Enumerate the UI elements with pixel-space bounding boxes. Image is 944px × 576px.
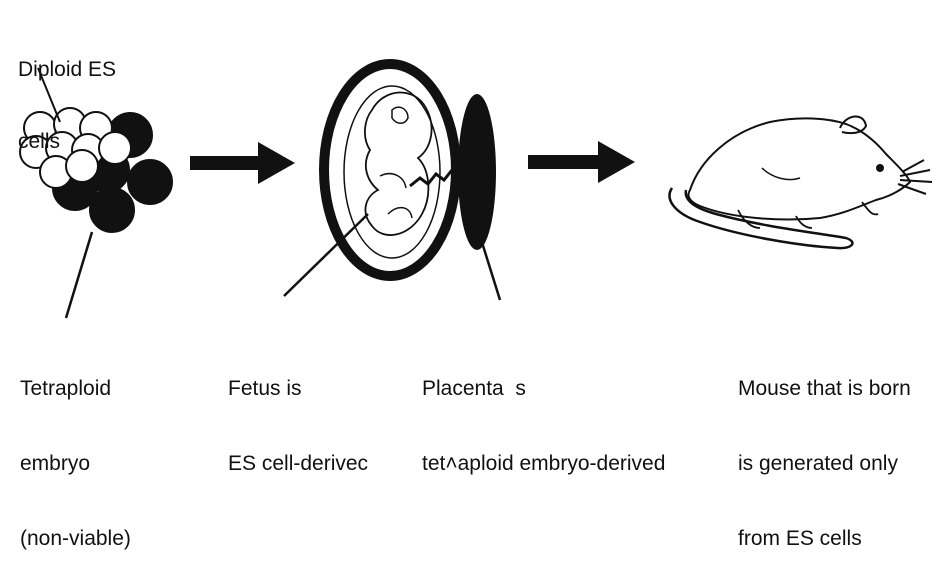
pointer-line-placenta (480, 236, 500, 300)
pointer-line-tetraploid (66, 232, 92, 318)
mouse-icon (670, 116, 932, 248)
tetraploid-cell (90, 188, 134, 232)
fetus-label: Fetus is ES cell-derivec (228, 326, 368, 501)
arrow-right-icon (528, 141, 635, 183)
tetraploid-cell (128, 160, 172, 204)
diploid-es-cells-label: Diploid ES cells (18, 10, 116, 178)
arrow-right-icon (190, 142, 295, 184)
placenta-label: Placenta s tet˄aploid embryo-derived (422, 326, 665, 501)
diagram: Diploid ES cells Tetraploid embryo (non-… (0, 0, 944, 403)
embryo-in-egg-icon (324, 64, 460, 276)
mouse-label: Mouse that is born is generated only fro… (738, 326, 911, 576)
tetraploid-embryo-label: Tetraploid embryo (non-viable) (20, 326, 131, 576)
placenta-icon (458, 94, 496, 250)
